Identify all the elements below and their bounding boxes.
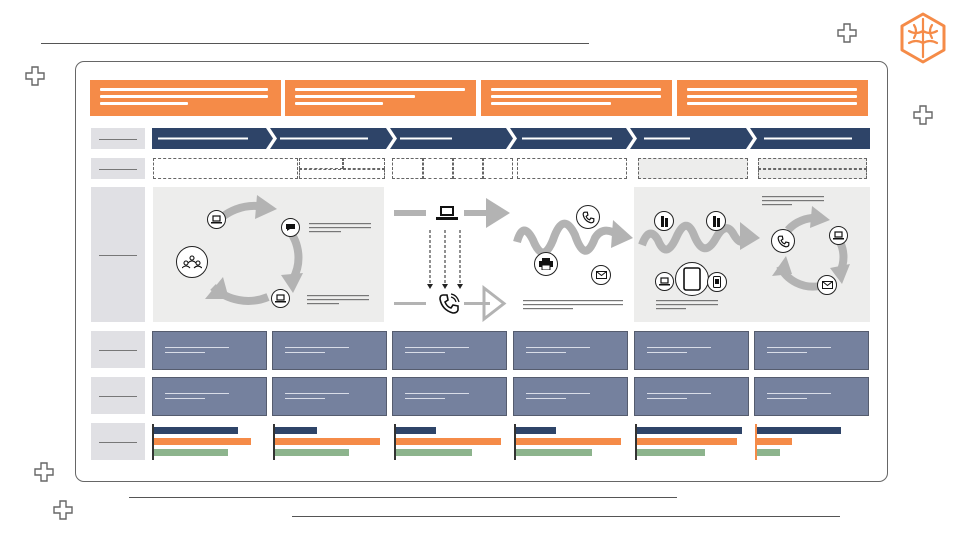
laptop-icon [207,210,226,229]
mobile-icon [707,272,727,292]
mail-icon [817,275,837,295]
cycle-arrows [762,196,850,291]
channel-bar-green [757,449,780,456]
channel-bar-orange [516,438,621,445]
phase-header-1 [90,80,281,116]
smartphone-icon [706,211,726,231]
journey-panel-4 [634,187,870,322]
parallel-flow-arrows [394,198,510,322]
chat-icon [281,218,300,237]
smartphone-icon [654,211,674,231]
wavy-flow-arrow [513,219,633,310]
touchpoint-box [423,158,453,179]
laptop-icon [655,272,674,291]
channel-axis [755,424,757,460]
action-box [513,331,628,370]
channel-bar-green [396,449,472,456]
action-box [634,331,749,370]
action-box [392,331,507,370]
channel-bar-green [637,449,705,456]
deco-line-bottom-1 [129,497,677,498]
touchpoint-box [299,158,343,169]
phone-icon [771,229,795,253]
row-label-channels [91,423,145,460]
phase-header-3 [481,80,672,116]
deco-line-top [41,43,589,44]
channel-bar-orange [275,438,380,445]
thought-box [272,377,387,416]
thought-box [392,377,507,416]
action-box [272,331,387,370]
touchpoint-box [758,158,867,169]
phone-icon [439,293,460,314]
phase-header-4 [677,80,868,116]
channel-bar-orange [637,438,737,445]
row-label-stages [91,128,145,149]
phone-icon [576,205,600,229]
plus-icon [913,105,933,125]
row-label-thoughts [91,377,145,414]
channel-bar-navy [275,427,317,434]
plus-icon [53,500,73,520]
thought-box [152,377,267,416]
laptop-icon [271,289,290,308]
printer-icon [534,252,558,276]
laptop-icon [436,206,458,220]
channel-bar-green [516,449,592,456]
action-box [754,331,869,370]
channel-axis [514,424,516,460]
channel-bar-green [154,449,228,456]
channel-bar-orange [757,438,792,445]
phase-header-2 [285,80,476,116]
touchpoint-box [483,158,513,179]
thought-box [634,377,749,416]
plus-icon [34,462,54,482]
channel-axis [273,424,275,460]
touchpoint-box [153,158,298,179]
touchpoint-box [758,169,867,179]
hex-brain-logo-icon [900,12,946,64]
channel-axis [152,424,154,460]
touchpoint-box [343,158,385,169]
plus-icon [837,23,857,43]
stage-chevron-row [152,128,870,149]
row-label-touchpoints [91,158,145,179]
touchpoint-box [453,158,483,179]
plus-icon [25,66,45,86]
touchpoint-box [392,158,423,179]
channel-bar-navy [757,427,841,434]
channel-bar-navy [637,427,742,434]
channel-axis [394,424,396,460]
deco-line-bottom-2 [292,516,840,517]
row-label-journey [91,187,145,322]
channel-bar-green [275,449,349,456]
touchpoint-box [638,158,748,179]
channel-bar-orange [154,438,251,445]
thought-box [754,377,869,416]
action-box [152,331,267,370]
touchpoint-box [517,158,627,179]
channel-bar-navy [516,427,556,434]
channel-axis [635,424,637,460]
channel-bar-orange [396,438,501,445]
thought-box [513,377,628,416]
touchpoint-box [299,169,385,179]
row-label-actions [91,331,145,368]
channel-bar-navy [396,427,436,434]
laptop-icon [829,226,848,245]
tablet-icon [675,262,709,296]
channel-bar-navy [154,427,238,434]
double-wavy-arrow [638,221,760,310]
group-icon [176,246,208,278]
mail-icon [591,265,611,285]
